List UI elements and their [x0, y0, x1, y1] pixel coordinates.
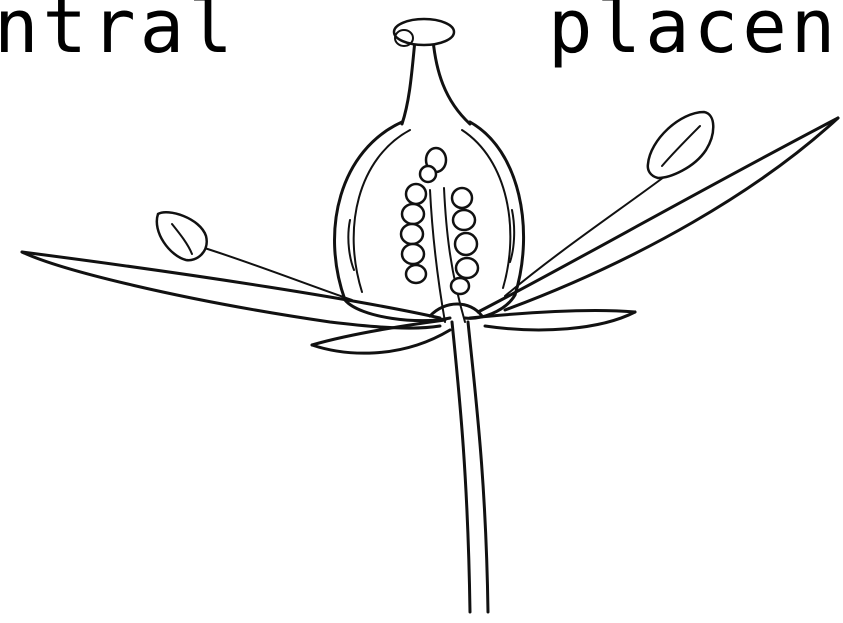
ovules-right: [451, 188, 478, 294]
pedicel: [452, 322, 488, 612]
ovules-top: [420, 148, 446, 182]
stamen-left: [157, 212, 352, 300]
stigma: [394, 19, 454, 46]
ovules-left: [401, 184, 426, 283]
receptacle: [430, 304, 482, 316]
stamen-right: [505, 112, 713, 296]
style: [402, 40, 470, 124]
petal-left-lower: [312, 320, 450, 353]
